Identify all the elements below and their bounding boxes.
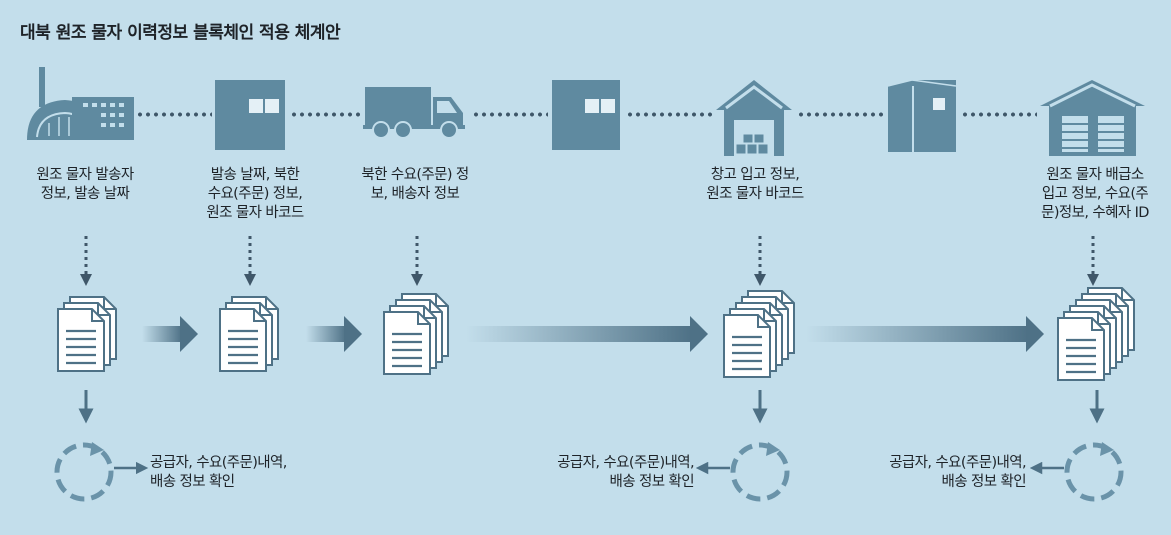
- document-stack-icon: [382, 292, 450, 376]
- package-icon: [887, 79, 957, 152]
- stage-label-shipment: 발송 날짜, 북한 수요(주문) 정보, 원조 물자 바코드: [180, 166, 330, 223]
- note-line: 공급자, 수요(주문)내역,: [150, 455, 287, 471]
- dotted-connector: [290, 112, 360, 117]
- label-line: 발송 날짜, 북한: [210, 167, 300, 183]
- label-line: 창고 입고 정보,: [710, 167, 800, 183]
- flow-arrow: [142, 316, 198, 352]
- distribution-center-icon: [1040, 80, 1145, 156]
- stage-label-sender: 원조 물자 발송자 정보, 발송 날짜: [10, 166, 160, 204]
- document-stack-icon: [1056, 286, 1136, 382]
- cycle-arrowhead: [766, 442, 780, 456]
- label-line: 북한 수요(주문) 정: [361, 167, 469, 183]
- dotted-connector: [136, 112, 212, 117]
- note-line: 공급자, 수요(주문)내역,: [889, 455, 1026, 471]
- cycle-icon: [1064, 442, 1124, 502]
- label-line: 원조 물자 바코드: [706, 186, 804, 202]
- stage-label-distribution: 원조 물자 배급소 입고 정보, 수요(주 문)정보, 수혜자 ID: [1020, 166, 1170, 223]
- dotted-connector: [797, 112, 885, 117]
- flow-arrow: [306, 316, 362, 352]
- label-line: 보, 배송자 정보: [370, 186, 460, 202]
- cycle-arrowhead: [90, 442, 104, 456]
- label-line: 원조 물자 배급소: [1046, 167, 1144, 183]
- note-line: 배송 정보 확인: [941, 474, 1027, 490]
- box-icon: [215, 80, 285, 150]
- document-stack-icon: [56, 295, 118, 373]
- note-line: 배송 정보 확인: [609, 474, 695, 490]
- document-stack-icon: [722, 289, 796, 379]
- factory-icon: [27, 67, 134, 140]
- cycle-arrowhead: [1100, 442, 1114, 456]
- cycle-icon: [54, 442, 114, 502]
- cycle-icon: [730, 442, 790, 502]
- truck-icon: [363, 87, 465, 139]
- dotted-connector: [626, 112, 712, 117]
- flow-arrow: [806, 316, 1044, 352]
- label-line: 문)정보, 수혜자 ID: [1041, 205, 1149, 221]
- note-line: 배송 정보 확인: [150, 474, 235, 490]
- flow-arrow: [466, 316, 708, 352]
- stage-label-warehouse: 창고 입고 정보, 원조 물자 바코드: [680, 166, 830, 204]
- verification-note: 공급자, 수요(주문)내역, 배송 정보 확인: [826, 454, 1026, 492]
- box-icon: [552, 80, 620, 150]
- verification-note: 공급자, 수요(주문)내역, 배송 정보 확인: [494, 454, 694, 492]
- document-stack-icon: [218, 295, 280, 373]
- warehouse-icon: [716, 80, 792, 156]
- label-line: 정보, 발송 날짜: [40, 186, 130, 202]
- label-line: 원조 물자 바코드: [206, 205, 304, 221]
- dotted-connector: [961, 112, 1037, 117]
- note-line: 공급자, 수요(주문)내역,: [557, 455, 694, 471]
- stage-label-delivery: 북한 수요(주문) 정 보, 배송자 정보: [340, 166, 490, 204]
- diagram-title: 대북 원조 물자 이력정보 블록체인 적용 체계안: [20, 23, 341, 43]
- dotted-connector: [472, 112, 548, 117]
- label-line: 수요(주문) 정보,: [207, 186, 303, 202]
- verification-note: 공급자, 수요(주문)내역, 배송 정보 확인: [150, 454, 350, 492]
- label-line: 원조 물자 발송자: [36, 167, 134, 183]
- label-line: 입고 정보, 수요(주: [1041, 186, 1149, 202]
